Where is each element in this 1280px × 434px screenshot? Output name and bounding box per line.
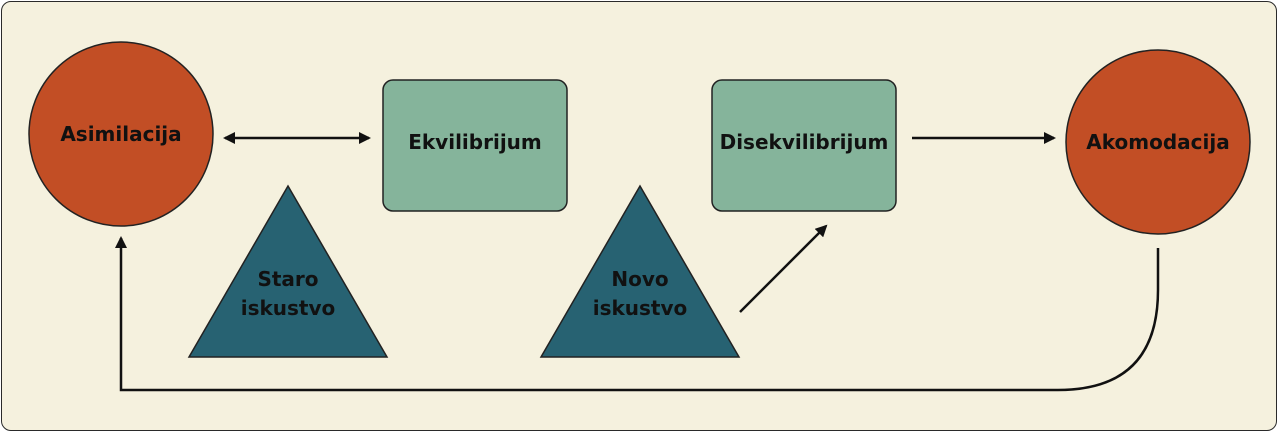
novo-iskustvo-line2: iskustvo xyxy=(593,296,688,320)
disekvilibrijum-node: Disekvilibrijum xyxy=(711,79,897,212)
akomodacija-node: Akomodacija xyxy=(1065,49,1251,235)
akomodacija-label: Akomodacija xyxy=(1086,130,1229,154)
staro-iskustvo-line1: Staro xyxy=(257,267,318,291)
novo-iskustvo-node: Novo iskustvo xyxy=(539,184,741,358)
ekvilibrijum-node: Ekvilibrijum xyxy=(382,79,568,212)
disekvilibrijum-label: Disekvilibrijum xyxy=(720,130,889,154)
arrow-akomodacija-to-asimilacija xyxy=(115,236,1160,392)
arrow-novo-to-disekvilibrijum xyxy=(739,224,828,313)
novo-iskustvo-line1: Novo xyxy=(611,267,668,291)
staro-iskustvo-node: Staro iskustvo xyxy=(187,184,389,358)
asimilacija-label: Asimilacija xyxy=(60,122,181,146)
asimilacija-node: Asimilacija xyxy=(28,41,214,227)
ekvilibrijum-label: Ekvilibrijum xyxy=(408,130,542,154)
staro-iskustvo-line2: iskustvo xyxy=(241,296,336,320)
